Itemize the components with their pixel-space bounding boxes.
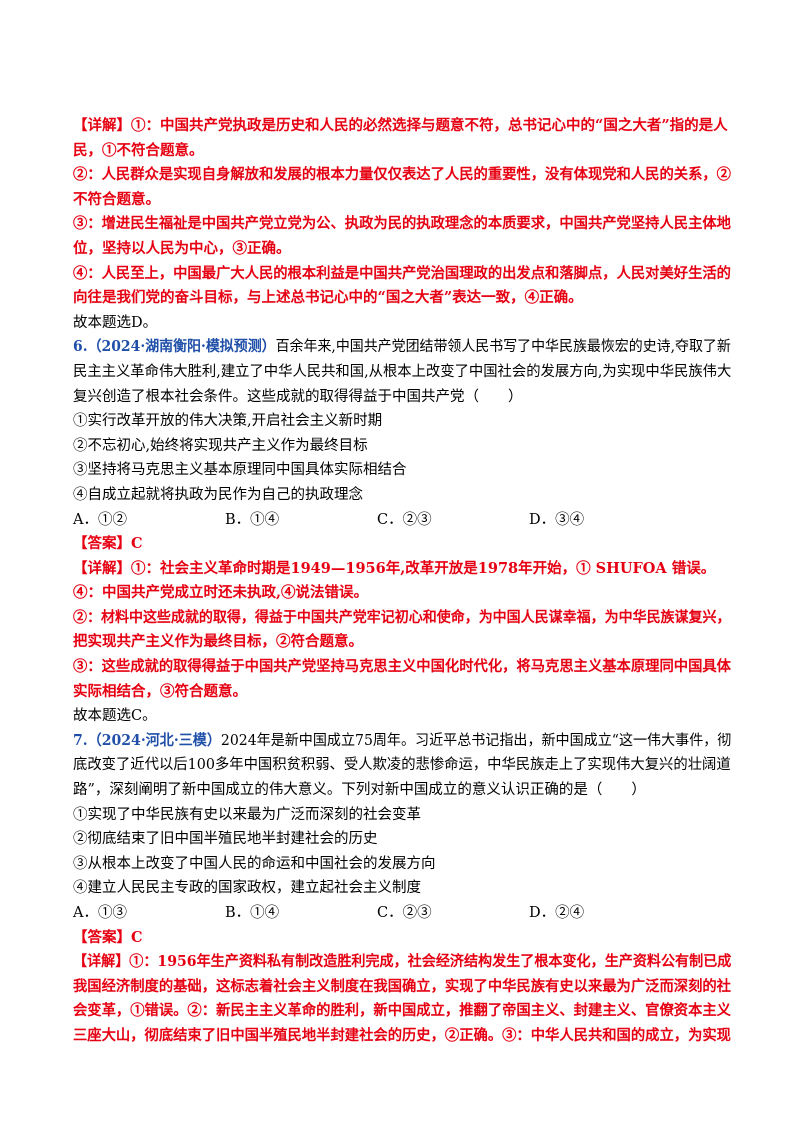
document-page: 【详解】①：中国共产党执政是历史和人民的必然选择与题意不符，总书记心中的“国之大… <box>73 114 731 1049</box>
detail-line: 不符合题意。 <box>73 190 160 208</box>
option-a: A．①③ <box>73 905 127 921</box>
option-c: C．②③ <box>377 905 432 921</box>
question-6-stem: 6.（2024·湖南衡阳·模拟预测）百余年来,中国共产党团结带领人民书写了中华民… <box>73 338 731 356</box>
answer-label: 【答案】C <box>73 535 143 553</box>
statement-item: ②彻底结束了旧中国半殖民地半封建社会的历史 <box>73 831 378 848</box>
statement-item: ①实行改革开放的伟大决策,开启社会主义新时期 <box>73 413 383 430</box>
option-a: A．①② <box>73 511 127 528</box>
question-source: （2024·河北·三模） <box>87 731 221 749</box>
option-b: B．①④ <box>225 905 280 921</box>
detail-line: 【详解】①：社会主义革命时期是1949—1956年,改革开放是1978年开始，①… <box>73 559 716 577</box>
statement-item: ③从根本上改变了中国人民的命运和中国社会的发展方向 <box>73 855 436 872</box>
detail-line: ④：中国共产党成立时还未执政,④说法错误。 <box>73 584 369 602</box>
question-stem-line: 路”，深刻阐明了新中国成立的伟大意义。下列对新中国成立的意义认识正确的是（ ） <box>73 782 646 799</box>
statement-item: ④自成立起就将执政为民作为自己的执政理念 <box>73 486 363 503</box>
detail-line: ③：这些成就的取得得益于中国共产党坚持马克思主义中国化时代化，将马克思主义基本原… <box>73 658 731 676</box>
detail-line: ④：人民至上，中国最广大人民的根本利益是中国共产党治国理政的出发点和落脚点，人民… <box>73 264 731 282</box>
conclusion: 故本题选C。 <box>73 708 157 725</box>
detail-line: 实际相结合，③符合题意。 <box>73 682 247 700</box>
detail-line: 【详解】①：1956年生产资料私有制改造胜利完成，社会经济结构发生了根本变化，生… <box>73 953 732 971</box>
detail-line: 会变革，①错误。②：新民主主义革命的胜利，新中国成立，推翻了帝国主义、封建主义、… <box>73 1002 731 1020</box>
detail-line: ②：人民群众是实现自身解放和发展的根本力量仅仅表达了人民的重要性，没有体现党和人… <box>73 166 731 184</box>
question-stem-line: 复兴创造了根本社会条件。这些成就的取得得益于中国共产党（ ） <box>73 388 523 405</box>
statement-item: ②不忘初心,始终将实现共产主义作为最终目标 <box>73 437 368 454</box>
statement-item: ①实现了中华民族有史以来最为广泛而深刻的社会变革 <box>73 806 421 823</box>
answer-label: 【答案】C <box>73 928 143 946</box>
question-7-stem: 7.（2024·河北·三模）2024年是新中国成立75周年。习近平总书记指出，新… <box>73 731 732 749</box>
detail-line: 我国经济制度的基础，这标志着社会主义制度在我国确立，实现了中华民族有史以来最为广… <box>73 977 731 995</box>
detail-line: 三座大山，彻底结束了旧中国半殖民地半封建社会的历史，②正确。③：中华人民共和国的… <box>73 1026 731 1044</box>
question-stem-line: 底改变了近代以后100多年中国积贫积弱、受人欺凌的悲惨命运，中华民族走上了实现伟… <box>73 757 731 774</box>
detail-label: 【详解】 <box>73 559 131 577</box>
question-stem-line: 民主主义革命伟大胜利,建立了中华人民共和国,从根本上改变了中国社会的发展方向,为… <box>73 363 732 380</box>
statement-item: ④建立人民民主专政的国家政权，建立起社会主义制度 <box>73 880 421 897</box>
detail-label: 【详解】 <box>73 117 131 134</box>
answer-options: A．①② B．①④ C．②③ D．③④ <box>73 508 731 533</box>
detail-line: 位，坚持以人民为中心，③正确。 <box>73 239 291 257</box>
statement-item: ③坚持将马克思主义基本原理同中国具体实际相结合 <box>73 462 407 479</box>
detail-line: 向往是我们党的奋斗目标，与上述总书记心中的“国之大者”表达一致，④正确。 <box>73 289 583 307</box>
option-c: C．②③ <box>377 511 432 528</box>
option-d: D．②④ <box>529 905 585 921</box>
option-d: D．③④ <box>529 511 585 528</box>
detail-line: 把实现共产主义作为最终目标，②符合题意。 <box>73 633 363 651</box>
detail-line: 【详解】①：中国共产党执政是历史和人民的必然选择与题意不符，总书记心中的“国之大… <box>73 117 728 134</box>
question-number: 7. <box>73 731 88 749</box>
option-b: B．①④ <box>225 511 280 528</box>
conclusion: 故本题选D。 <box>73 314 158 331</box>
question-source: （2024·湖南衡阳·模拟预测） <box>87 338 276 356</box>
detail-line: 民，①不符合题意。 <box>73 141 204 159</box>
question-number: 6. <box>73 338 88 356</box>
detail-line: ②：材料中这些成就的取得，得益于中国共产党牢记初心和使命，为中国人民谋幸福，为中… <box>73 608 731 626</box>
detail-label: 【详解】 <box>73 953 130 971</box>
detail-line: ③：增进民生福祉是中国共产党立党为公、执政为民的执政理念的本质要求，中国共产党坚… <box>73 215 731 233</box>
answer-options: A．①③ B．①④ C．②③ D．②④ <box>73 901 731 926</box>
